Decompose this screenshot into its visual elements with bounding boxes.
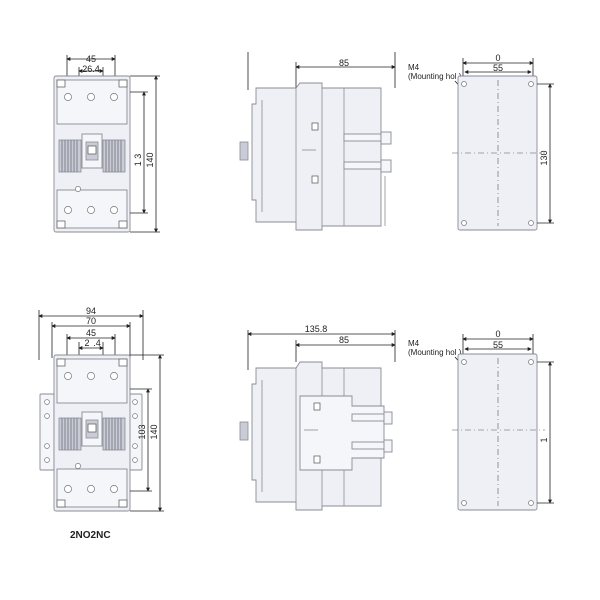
bottom-front-height-mid: 103 bbox=[137, 424, 147, 439]
bottom-front-width-inner: 45 bbox=[86, 328, 96, 338]
top-front-width-total: 45 bbox=[86, 54, 96, 64]
bottom-side-depth-total: 135.8 bbox=[305, 324, 328, 334]
top-mount-height: 130 bbox=[539, 150, 549, 165]
bottom-mount-height: 1 bbox=[539, 437, 549, 442]
bottom-front-inner-right: .4 bbox=[93, 338, 101, 348]
top-mount-top-dim: 0 bbox=[495, 53, 500, 63]
bottom-caption: 2NO2NC bbox=[70, 530, 111, 541]
top-front-view: 45 26.4 bbox=[53, 54, 160, 233]
bottom-front-width-outer: 94 bbox=[86, 306, 96, 316]
bottom-front-height-total: 140 bbox=[149, 424, 159, 439]
top-front-height-total: 140 bbox=[145, 152, 155, 167]
bottom-side-depth: 85 bbox=[339, 335, 349, 345]
top-front-height-mid: 1 3 bbox=[133, 154, 143, 167]
top-side-view: 85 bbox=[239, 52, 396, 231]
top-mount-thread: M4 bbox=[408, 63, 420, 72]
top-mount-note: (Mounting hol ) bbox=[408, 72, 462, 81]
top-mount-spacing: 55 bbox=[493, 63, 503, 73]
top-front-width-inner: 26.4 bbox=[82, 64, 100, 74]
top-front-stripes bbox=[58, 139, 126, 173]
top-front-terminals-top bbox=[56, 79, 128, 101]
top-front-terminals-bottom bbox=[56, 206, 128, 229]
bottom-mount-spacing: 55 bbox=[493, 340, 503, 350]
bottom-front-width-mid: 70 bbox=[86, 316, 96, 326]
bottom-front-aux-contacts bbox=[44, 399, 138, 463]
bottom-front-inner-left: 2 bbox=[84, 338, 89, 348]
bottom-mount-top-dim: 0 bbox=[495, 329, 500, 339]
bottom-mount-note: (Mounting hol ) bbox=[408, 348, 462, 357]
bottom-mount-thread: M4 bbox=[408, 339, 420, 348]
bottom-side-view: 135.8 85 bbox=[239, 324, 396, 511]
bottom-mounting-view: M4 (Mounting hol ) 0 55 1 bbox=[408, 329, 554, 511]
top-mounting-view: M4 (Mounting hol ) 0 55 130 bbox=[408, 53, 554, 231]
bottom-front-view: 94 70 45 2 .4 bbox=[38, 306, 164, 541]
bottom-front-stripes bbox=[58, 417, 126, 451]
top-side-depth: 85 bbox=[339, 58, 349, 68]
